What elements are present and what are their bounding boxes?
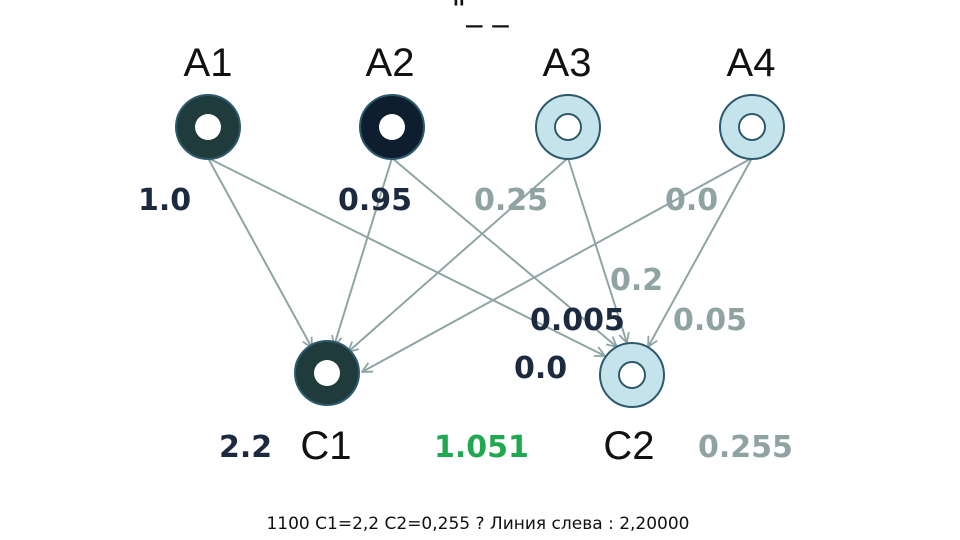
caption-text: 1100 C1=2,2 C2=0,255 ? Линия слева : 2,2… bbox=[266, 514, 689, 534]
weight-a4-c2: 0.05 bbox=[673, 303, 747, 338]
node-label-a3: A3 bbox=[543, 41, 592, 85]
edge-a3-c2 bbox=[567, 157, 627, 343]
node-a3 bbox=[535, 94, 601, 160]
slide-title: "_ _ bbox=[452, 0, 510, 28]
node-a2 bbox=[359, 94, 425, 160]
edge-a4-c2 bbox=[648, 157, 753, 347]
weight-a4-c1: 0.0 bbox=[665, 183, 718, 218]
node-c2 bbox=[599, 342, 665, 408]
node-c1 bbox=[294, 340, 360, 406]
edge-a1-c2 bbox=[207, 157, 605, 356]
edge-a2-c2 bbox=[391, 157, 617, 347]
node-label-a4: A4 bbox=[727, 41, 776, 85]
sum-c1: 2.2 bbox=[219, 430, 272, 465]
middle-value: 1.051 bbox=[434, 430, 529, 465]
edge-a3-c1 bbox=[348, 157, 569, 352]
sum-c2: 0.255 bbox=[698, 430, 793, 465]
edge-a4-c1 bbox=[362, 157, 753, 372]
edges bbox=[207, 157, 753, 372]
node-label-c1: C1 bbox=[300, 424, 351, 468]
node-label-a1: A1 bbox=[184, 41, 233, 85]
node-label-c2: C2 bbox=[603, 424, 654, 468]
weight-a3-c1: 0.25 bbox=[474, 183, 548, 218]
node-label-a2: A2 bbox=[366, 41, 415, 85]
weight-a1-c2: 0.0 bbox=[514, 351, 567, 386]
node-a1 bbox=[175, 94, 241, 160]
weight-a2-c1: 0.95 bbox=[338, 183, 412, 218]
edge-a2-c1 bbox=[334, 157, 393, 346]
node-a4 bbox=[719, 94, 785, 160]
edge-a1-c1 bbox=[207, 157, 312, 348]
weight-a3-c2: 0.2 bbox=[610, 263, 663, 298]
weight-a2-c2: 0.005 bbox=[530, 303, 625, 338]
weight-a1-c1: 1.0 bbox=[138, 183, 191, 218]
